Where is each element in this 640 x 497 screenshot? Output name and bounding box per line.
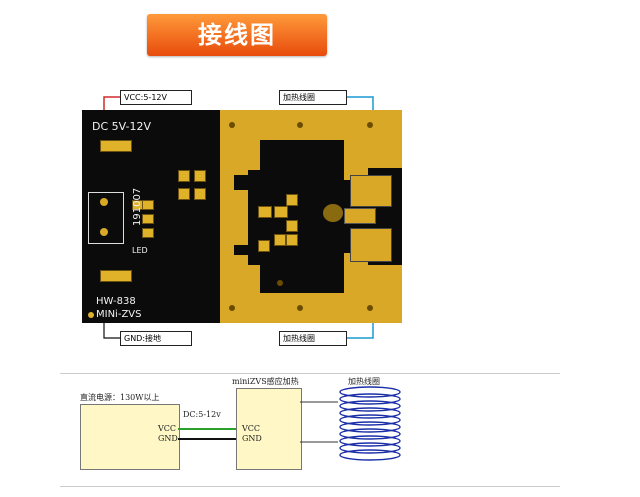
source-vcc-label: VCC (158, 424, 177, 433)
coil-title: 加热线圈 (348, 377, 380, 386)
gnd-callout-label: GND:接地 (120, 331, 192, 346)
module-title: miniZVS感应加热 (232, 377, 299, 386)
copper-hole (297, 305, 303, 311)
wiring-top-rule (60, 373, 560, 374)
smd-component (194, 188, 206, 200)
pcb-board: DC 5V-12V 191007 LED HW-838 MINi-ZVS (82, 110, 402, 323)
trace-gap (248, 170, 260, 265)
smd-component (286, 234, 298, 246)
smd-component (178, 170, 190, 182)
module-vcc-label: VCC (242, 424, 261, 433)
wiring-bottom-rule (60, 486, 560, 487)
smd-component (274, 234, 286, 246)
source-gnd-label: GND (158, 434, 178, 443)
pcb-voltage-text: DC 5V-12V (92, 120, 152, 133)
copper-hole (367, 122, 373, 128)
coil-terminal-top (350, 175, 392, 207)
power-terminal-block (88, 192, 124, 244)
dc-voltage-label: DC:5-12v (183, 410, 221, 419)
smd-component (178, 188, 190, 200)
smd-component (100, 270, 132, 282)
pcb-marker-dot (88, 312, 94, 318)
vcc-terminal-hole (100, 198, 108, 206)
copper-hole (229, 122, 235, 128)
pcb-model-text: HW-838 (96, 296, 136, 307)
coil-top-callout-label: 加热线圈 (279, 90, 347, 105)
gnd-terminal-hole (100, 228, 108, 236)
smd-component (100, 140, 132, 152)
vcc-wire (178, 428, 236, 430)
smd-component (258, 240, 270, 252)
smd-component (258, 206, 272, 218)
coil-bottom-callout-label: 加热线圈 (279, 331, 347, 346)
copper-hole (367, 305, 373, 311)
copper-plane (220, 110, 402, 323)
smd-component (286, 194, 298, 206)
copper-hole (297, 122, 303, 128)
smd-component (142, 200, 154, 210)
smd-component (142, 228, 154, 238)
power-source-box (80, 404, 180, 470)
title-banner: 接线图 (147, 14, 327, 56)
pcb-date-code: 191007 (132, 187, 143, 226)
smd-component (286, 220, 298, 232)
copper-hole (229, 305, 235, 311)
zvs-module-box (236, 388, 302, 470)
coil-terminal-slot (344, 208, 376, 224)
pcb-led-label: LED (132, 246, 148, 255)
coil-terminal-bottom (350, 228, 392, 262)
coil-windings (339, 386, 401, 461)
coil-diagram (300, 386, 401, 461)
coil-terminal-hole (323, 204, 343, 222)
smd-component (274, 206, 288, 218)
smd-component (142, 214, 154, 224)
smd-component (194, 170, 206, 182)
power-source-label: 直流电源：130W以上 (80, 393, 160, 402)
copper-hole (277, 280, 283, 286)
module-gnd-label: GND (242, 434, 262, 443)
vcc-callout-label: VCC:5-12V (120, 90, 192, 105)
gnd-wire (178, 438, 236, 440)
pcb-model-text-2: MINi-ZVS (96, 309, 142, 320)
